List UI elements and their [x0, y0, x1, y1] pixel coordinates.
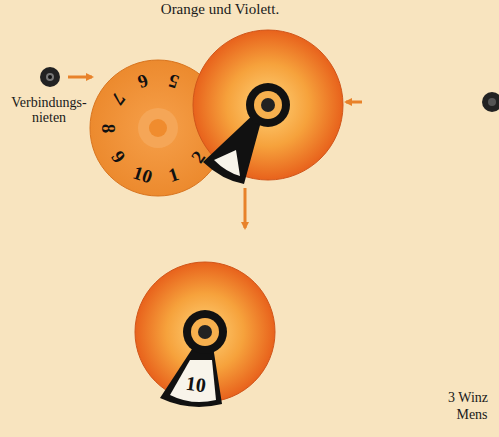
- arrow: [68, 76, 92, 79]
- part-label: Verbindungs- nieten: [3, 95, 95, 126]
- part-label: Mens: [456, 407, 487, 422]
- arrow: [244, 188, 247, 228]
- assembled-disc: [135, 262, 275, 407]
- dial-number: 10: [185, 372, 208, 397]
- part-label: 3 Winz: [448, 390, 488, 405]
- cover-disc: [193, 30, 343, 184]
- rivet: [40, 67, 60, 87]
- dial-number: 8: [98, 123, 119, 133]
- caption-text: Orange und Violett.: [161, 1, 279, 18]
- arrow: [346, 101, 362, 104]
- rivet: [482, 92, 499, 112]
